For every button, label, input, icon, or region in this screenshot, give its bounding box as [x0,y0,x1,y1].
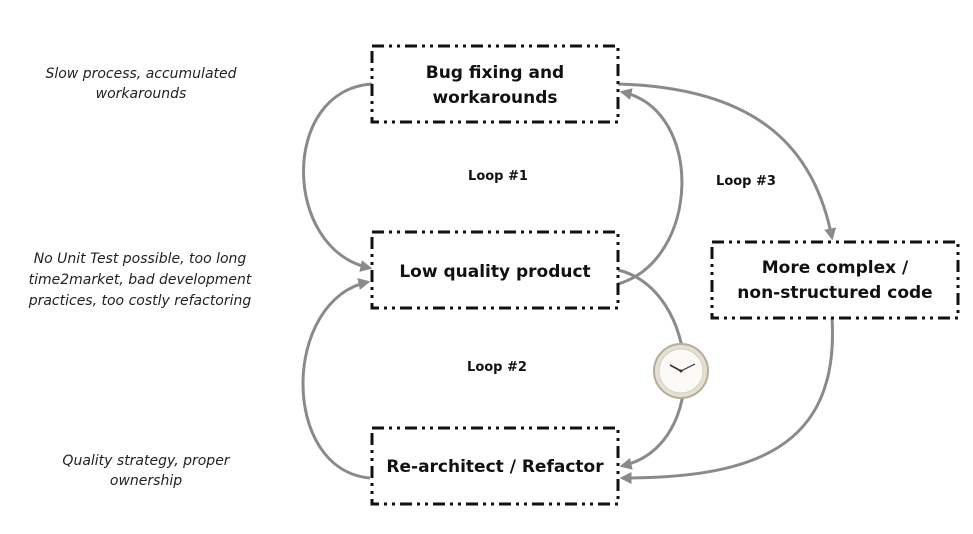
arrows [301,82,837,484]
box-low-quality: Low quality product [370,230,620,310]
box-bug-fixing-line1: Bug fixing and [426,63,564,83]
box-complex-code-line1: More complex / [762,258,909,278]
clock-icon [653,343,709,399]
loop1-right-arrow [617,88,684,286]
note-bottom-line2: ownership [110,473,182,489]
loop1-label: Loop #1 [468,169,528,184]
note-middle-line1: No Unit Test possible, too long [34,251,247,267]
box-rearchitect: Re-architect / Refactor [370,426,620,506]
loop3-bottom-arrow [619,317,834,484]
box-low-quality-label: Low quality product [399,262,590,282]
loop1-left-arrow [302,82,373,272]
box-complex-code: More complex / non-structured code [710,240,960,320]
loop3-label: Loop #3 [716,174,776,189]
box-bug-fixing: Bug fixing and workarounds [370,44,620,124]
note-bottom-line1: Quality strategy, proper [62,453,230,469]
box-complex-code-line2: non-structured code [737,283,932,303]
box-bug-fixing-line2: workarounds [432,88,557,108]
note-bottom: Quality strategy, proper ownership [62,453,230,489]
note-middle: No Unit Test possible, too long time2mar… [28,251,252,309]
note-top: Slow process, accumulated workarounds [45,66,236,102]
loop2-label: Loop #2 [467,360,527,375]
loop3-top-arrow [617,82,837,241]
loop2-left-arrow [301,278,371,480]
note-top-line1: Slow process, accumulated [45,66,236,82]
box-rearchitect-label: Re-architect / Refactor [386,457,604,477]
note-middle-line3: practices, too costly refactoring [28,293,252,309]
note-middle-line2: time2market, bad development [29,272,252,288]
note-top-line2: workarounds [96,86,187,102]
